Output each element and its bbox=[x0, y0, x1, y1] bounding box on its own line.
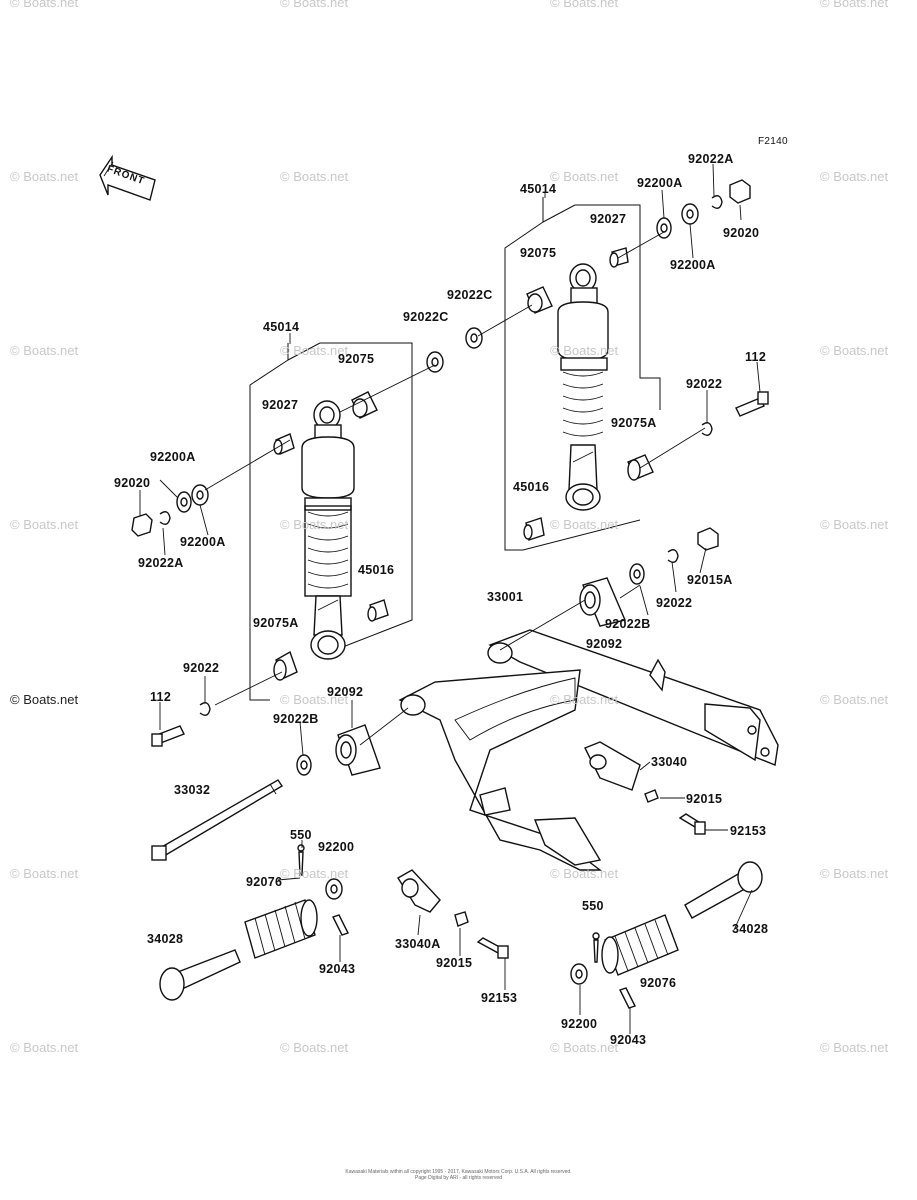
part-label: 92075A bbox=[611, 416, 657, 430]
watermark: © Boats.net bbox=[550, 517, 619, 532]
part-label: 92092 bbox=[327, 685, 364, 699]
part-label: 92015A bbox=[687, 573, 733, 587]
swingarm bbox=[398, 629, 779, 871]
part-label: 92020 bbox=[723, 226, 760, 240]
part-label: 92022A bbox=[688, 152, 734, 166]
part-label: 92200 bbox=[318, 840, 355, 854]
part-label: 45014 bbox=[520, 182, 557, 196]
part-label: 34028 bbox=[732, 922, 769, 936]
part-label: 34028 bbox=[147, 932, 184, 946]
part-label: 92075 bbox=[520, 246, 557, 260]
watermark: © Boats.net bbox=[280, 169, 349, 184]
part-label: 33040A bbox=[395, 937, 441, 951]
part-label: 92022A bbox=[138, 556, 184, 570]
right-shock-absorber bbox=[557, 263, 609, 511]
watermark: © Boats.net bbox=[10, 866, 79, 881]
part-label: 92027 bbox=[262, 398, 299, 412]
watermark: © Boats.net bbox=[550, 0, 619, 10]
front-arrow-icon bbox=[99, 154, 156, 201]
part-label: 112 bbox=[150, 690, 172, 704]
left-shock-bracket bbox=[249, 343, 289, 701]
part-label: 92022B bbox=[605, 617, 651, 631]
pivot-hardware bbox=[296, 527, 719, 776]
pivot-shaft bbox=[151, 779, 283, 861]
watermark: © Boats.net bbox=[280, 0, 349, 10]
part-label: 550 bbox=[290, 828, 312, 842]
part-label: 92015 bbox=[436, 956, 473, 970]
part-label: 92043 bbox=[610, 1033, 647, 1047]
copyright-line: Kawasaki Materials within all copyright … bbox=[345, 1169, 572, 1175]
part-label: 550 bbox=[582, 899, 604, 913]
right-shock-bracket bbox=[504, 197, 544, 551]
part-label: 92075A bbox=[253, 616, 299, 630]
part-label: 92076 bbox=[640, 976, 677, 990]
watermark: © Boats.net bbox=[10, 517, 79, 532]
watermark: © Boats.net bbox=[10, 0, 79, 10]
figure-code: F2140 bbox=[758, 136, 788, 147]
part-label: 92020 bbox=[114, 476, 151, 490]
watermark: © Boats.net bbox=[820, 866, 889, 881]
watermark: © Boats.net bbox=[820, 517, 889, 532]
watermark: © Boats.net bbox=[550, 1040, 619, 1055]
part-label: 45014 bbox=[263, 320, 300, 334]
watermark: © Boats.net bbox=[10, 169, 79, 184]
part-label: 92022C bbox=[403, 310, 449, 324]
part-label: 92015 bbox=[686, 792, 723, 806]
part-label: 92022 bbox=[686, 377, 723, 391]
left-shock-hardware bbox=[131, 351, 444, 747]
part-label: 92092 bbox=[586, 637, 623, 651]
part-label: 92200A bbox=[180, 535, 226, 549]
watermark: © Boats.net bbox=[280, 866, 349, 881]
watermark: © Boats.net bbox=[10, 692, 79, 707]
part-label: 92027 bbox=[590, 212, 627, 226]
part-label: 112 bbox=[745, 350, 767, 364]
copyright-notice: Kawasaki Materials within all copyright … bbox=[0, 1169, 917, 1181]
watermark: © Boats.net bbox=[550, 692, 619, 707]
part-label: 92200A bbox=[150, 450, 196, 464]
part-label: 45016 bbox=[358, 563, 395, 577]
watermark: © Boats.net bbox=[820, 343, 889, 358]
watermark: © Boats.net bbox=[280, 1040, 349, 1055]
part-label: 45016 bbox=[513, 480, 550, 494]
part-label: 92022 bbox=[656, 596, 693, 610]
watermark: © Boats.net bbox=[280, 343, 349, 358]
copyright-line: Page Digital by ARI - all rights reserve… bbox=[415, 1175, 502, 1181]
left-shock-absorber bbox=[301, 400, 355, 660]
watermark: © Boats.net bbox=[550, 169, 619, 184]
watermark: © Boats.net bbox=[550, 866, 619, 881]
part-label: 92043 bbox=[319, 962, 356, 976]
watermark: © Boats.net bbox=[280, 692, 349, 707]
part-label: 92075 bbox=[338, 352, 375, 366]
watermark: © Boats.net bbox=[10, 1040, 79, 1055]
footpeg-brackets bbox=[397, 741, 707, 959]
right-shock-hardware bbox=[465, 179, 769, 541]
part-label: 92022C bbox=[447, 288, 493, 302]
left-footpeg bbox=[159, 844, 349, 1001]
watermark: © Boats.net bbox=[280, 517, 349, 532]
part-label: 92076 bbox=[246, 875, 283, 889]
right-footpeg bbox=[570, 861, 763, 1009]
part-label: 92022B bbox=[273, 712, 319, 726]
watermark: © Boats.net bbox=[820, 169, 889, 184]
part-label: 92200A bbox=[637, 176, 683, 190]
watermark: © Boats.net bbox=[550, 343, 619, 358]
part-label: 33032 bbox=[174, 783, 211, 797]
watermark: © Boats.net bbox=[10, 343, 79, 358]
watermark: © Boats.net bbox=[820, 692, 889, 707]
watermark: © Boats.net bbox=[820, 0, 889, 10]
part-label: 92022 bbox=[183, 661, 220, 675]
part-label: 92200A bbox=[670, 258, 716, 272]
part-label: 92153 bbox=[730, 824, 767, 838]
part-label: 33001 bbox=[487, 590, 524, 604]
part-label: 33040 bbox=[651, 755, 688, 769]
watermark: © Boats.net bbox=[820, 1040, 889, 1055]
part-label: 92153 bbox=[481, 991, 518, 1005]
part-label: 92200 bbox=[561, 1017, 598, 1031]
